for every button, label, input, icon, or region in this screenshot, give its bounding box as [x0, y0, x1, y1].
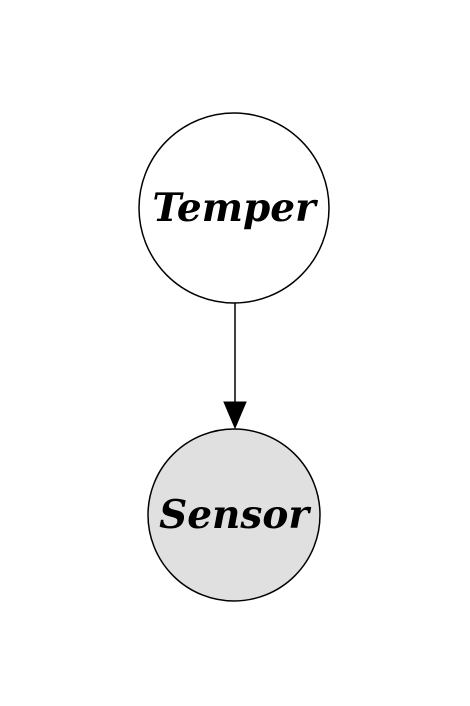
node-temper-circle: [138, 112, 330, 304]
node-sensor-circle: [147, 428, 321, 602]
node-sensor-label: Sensor: [159, 492, 311, 538]
node-temper: Temper: [138, 112, 330, 304]
node-temper-label: Temper: [152, 185, 318, 231]
edge-arrowhead: [223, 401, 247, 430]
node-sensor: Sensor: [147, 428, 321, 602]
